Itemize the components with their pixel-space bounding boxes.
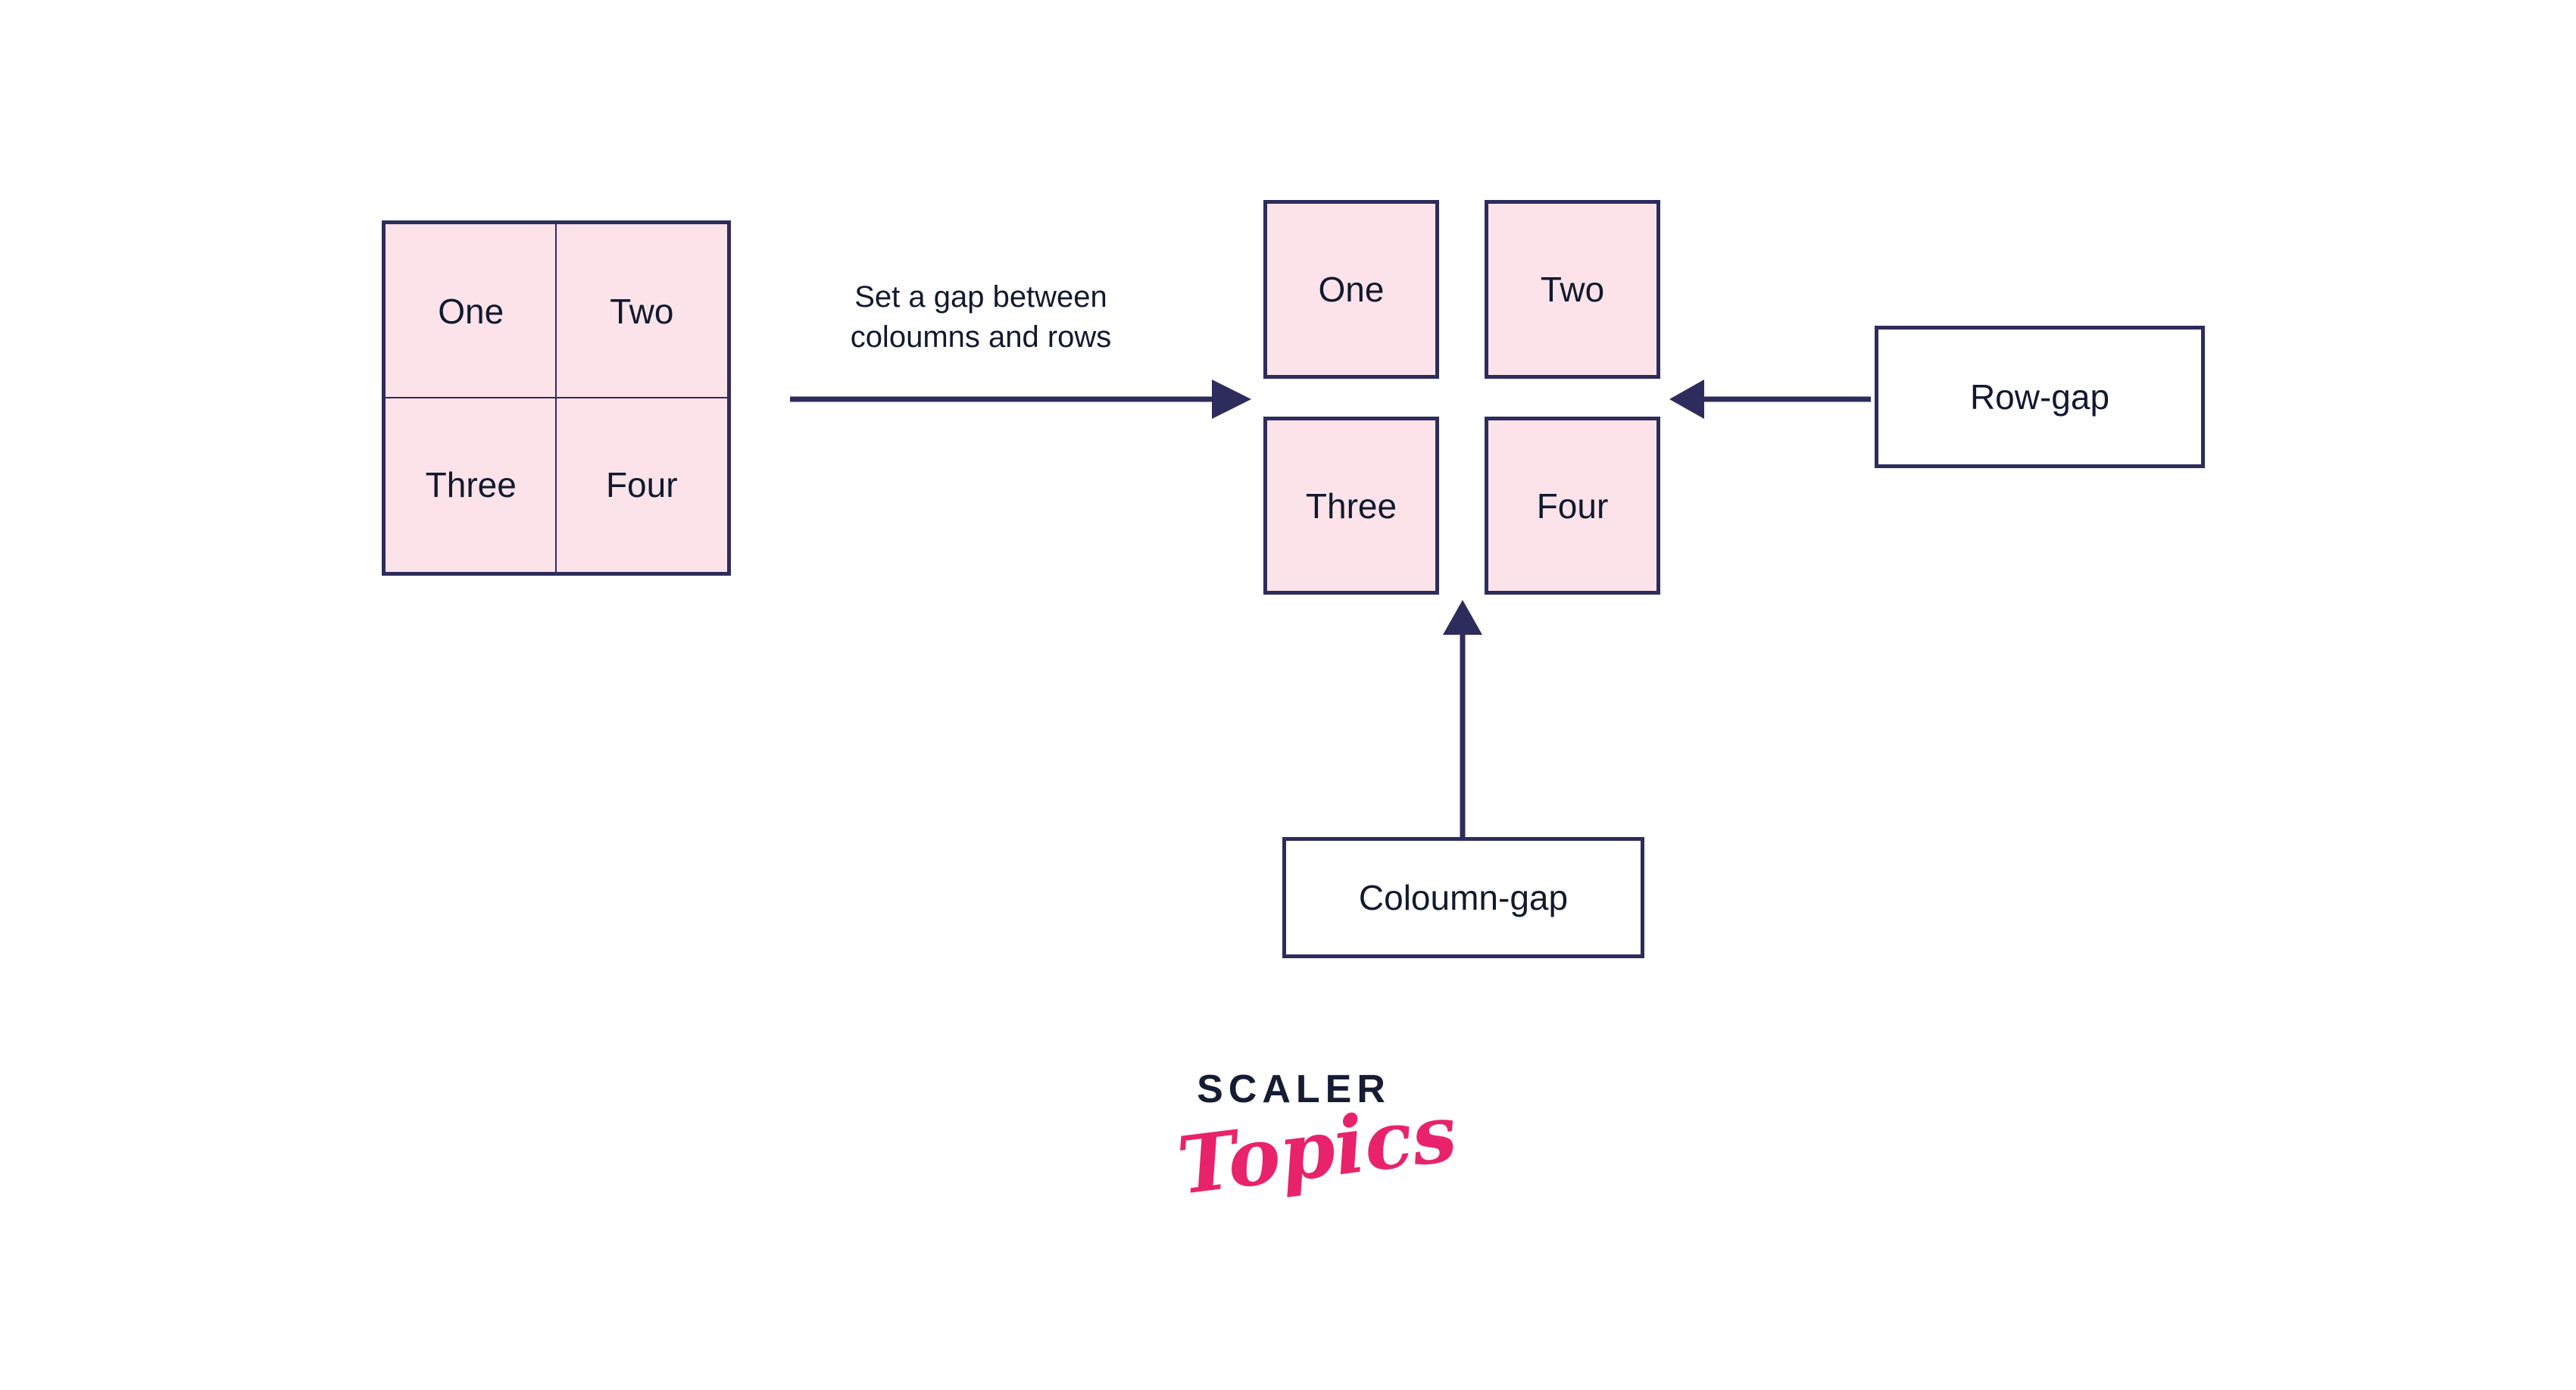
row-gap-arrow-icon <box>1669 380 1871 419</box>
row-gap-label: Row-gap <box>1969 377 2110 417</box>
logo-script: Topics <box>1172 1085 1462 1213</box>
column-gap-arrow-icon <box>1443 600 1482 837</box>
grid-with-gap: One Two Three Four <box>1263 200 1660 595</box>
grid-cell-label: Two <box>610 291 674 331</box>
column-gap-label: Coloumn-gap <box>1358 878 1569 917</box>
grid-cell: Two <box>554 223 729 400</box>
grid-cell: Two <box>1485 200 1660 379</box>
caption-line-2: coloumns and rows <box>850 320 1112 354</box>
caption-line-1: Set a gap between <box>854 280 1107 314</box>
grid-cell-label: One <box>1318 270 1385 309</box>
column-gap-callout-box: Coloumn-gap <box>1282 837 1644 958</box>
grid-without-gap: One Two Three Four <box>382 220 731 576</box>
grid-cell: Four <box>554 396 729 573</box>
scaler-topics-logo: SCALER Topics <box>1172 1067 1461 1244</box>
logo-wordmark: SCALER <box>1197 1067 1391 1111</box>
grid-cell-label: One <box>438 291 504 331</box>
row-gap-callout-box: Row-gap <box>1875 326 2205 468</box>
transition-caption: Set a gap between coloumns and rows <box>803 277 1159 358</box>
grid-cell-label: Two <box>1540 270 1605 309</box>
grid-cell: Four <box>1485 417 1660 595</box>
grid-cell: One <box>1263 200 1439 379</box>
grid-cell: Three <box>384 396 558 573</box>
transition-arrow-icon <box>790 380 1251 419</box>
grid-cell: Three <box>1263 417 1439 595</box>
grid-cell-label: Three <box>1305 486 1397 526</box>
grid-cell-label: Four <box>1536 486 1609 526</box>
grid-cell-label: Four <box>605 465 678 505</box>
grid-cell-label: Three <box>425 465 517 505</box>
grid-cell: One <box>384 223 558 400</box>
